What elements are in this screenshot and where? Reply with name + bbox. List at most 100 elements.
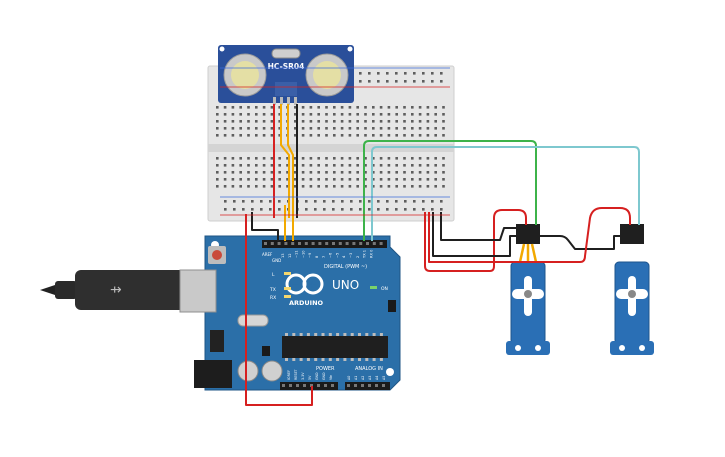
wire-servo1-signal [363, 140, 537, 241]
sensor-pin-vcc [273, 97, 276, 105]
power-pin-label: 5V [308, 375, 312, 380]
breadboard-hole [395, 185, 398, 188]
header-hole [382, 384, 385, 387]
chip-pin [321, 358, 325, 361]
breadboard-hole [387, 171, 391, 174]
rail-hole [431, 208, 434, 211]
rail-hole [359, 72, 362, 75]
breadboard-hole [278, 178, 281, 181]
breadboard-hole [418, 164, 422, 167]
reset-button-cap[interactable] [212, 250, 222, 260]
breadboard-hole [231, 106, 235, 109]
breadboard-hole [442, 178, 445, 181]
breadboard-hole [442, 134, 445, 137]
breadboard-hole [442, 171, 445, 174]
rail-hole [269, 208, 272, 211]
chip-pin [292, 333, 296, 336]
rail-hole [395, 72, 398, 75]
breadboard-hole [379, 171, 383, 174]
rail-hole [440, 200, 443, 203]
breadboard-hole [418, 157, 422, 160]
breadboard-hole [418, 171, 422, 174]
rail-hole [224, 200, 227, 203]
power-pin-label: RESET [294, 368, 298, 380]
breadboard-hole [223, 120, 227, 123]
rail-hole [413, 80, 416, 83]
breadboard-hole [301, 185, 305, 188]
breadboard-hole [223, 185, 227, 188]
breadboard-hole [387, 134, 391, 137]
header-hole [289, 384, 292, 387]
breadboard-hole [255, 127, 258, 130]
chip-pin [299, 358, 303, 361]
breadboard-hole [231, 178, 235, 181]
power-pin-label: 3.3V [301, 372, 305, 380]
breadboard-hole [364, 113, 367, 116]
header-hole [347, 384, 350, 387]
breadboard-hole [294, 178, 297, 181]
breadboard-hole [262, 157, 266, 160]
breadboard-hole [231, 134, 235, 137]
breadboard-hole [426, 127, 430, 130]
rail-hole [260, 208, 263, 211]
breadboard-hole [395, 120, 398, 123]
breadboard-hole [442, 185, 445, 188]
breadboard-hole [418, 134, 422, 137]
breadboard-hole [239, 178, 242, 181]
power-pin-label: IOREF [287, 370, 291, 380]
breadboard-hole [379, 164, 383, 167]
breadboard-hole [278, 185, 281, 188]
rail-hole [359, 80, 362, 83]
rail-hole [404, 208, 407, 211]
icsp-header [388, 300, 396, 312]
breadboard-hole [395, 157, 398, 160]
breadboard-hole [387, 106, 391, 109]
breadboard-hole [356, 178, 359, 181]
digital-header-holes [264, 242, 383, 245]
breadboard-hole [356, 157, 359, 160]
power-header-label: POWER [316, 366, 335, 372]
breadboard-hole [340, 185, 344, 188]
sensor-pin-echo [287, 97, 290, 105]
breadboard-hole [403, 106, 406, 109]
digital-pin-label: ~11 [295, 250, 299, 258]
breadboard-hole [395, 178, 398, 181]
chip-pin [314, 358, 318, 361]
breadboard-hole [255, 185, 258, 188]
servo-mount-tab [506, 341, 550, 355]
header-hole [354, 384, 357, 387]
breadboard-hole [426, 171, 430, 174]
rail-hole [314, 208, 317, 211]
breadboard-hole [301, 127, 305, 130]
breadboard-hole [340, 171, 344, 174]
breadboard-hole [364, 134, 367, 137]
wire-servo2-power [428, 207, 631, 263]
breadboard-hole [309, 106, 313, 109]
digital-pin-label: 13 [281, 253, 285, 258]
power-pin-label: Vin [329, 375, 333, 380]
led-rx-label: RX [270, 295, 276, 301]
chip-pin [306, 358, 310, 361]
digital-pin-label: ~10 [301, 250, 305, 258]
led-on [370, 286, 377, 289]
breadboard-hole [239, 157, 242, 160]
digital-pin-label: ~5 [335, 253, 339, 258]
breadboard-hole [262, 127, 266, 130]
breadboard-hole [317, 120, 320, 123]
breadboard-hole [418, 185, 422, 188]
breadboard-hole [411, 157, 414, 160]
breadboard-hole [364, 120, 367, 123]
breadboard-hole [426, 120, 430, 123]
breadboard-hole [278, 113, 281, 116]
breadboard-hole [364, 127, 367, 130]
rail-hole [386, 208, 389, 211]
rail-hole [359, 200, 362, 203]
breadboard-hole [270, 178, 274, 181]
breadboard-hole [333, 106, 336, 109]
breadboard-hole [294, 157, 297, 160]
breadboard-hole [340, 157, 344, 160]
rail-hole [242, 200, 245, 203]
rail-hole [332, 200, 335, 203]
analog-pin-label: A0 [347, 376, 351, 380]
rail-hole [413, 200, 416, 203]
